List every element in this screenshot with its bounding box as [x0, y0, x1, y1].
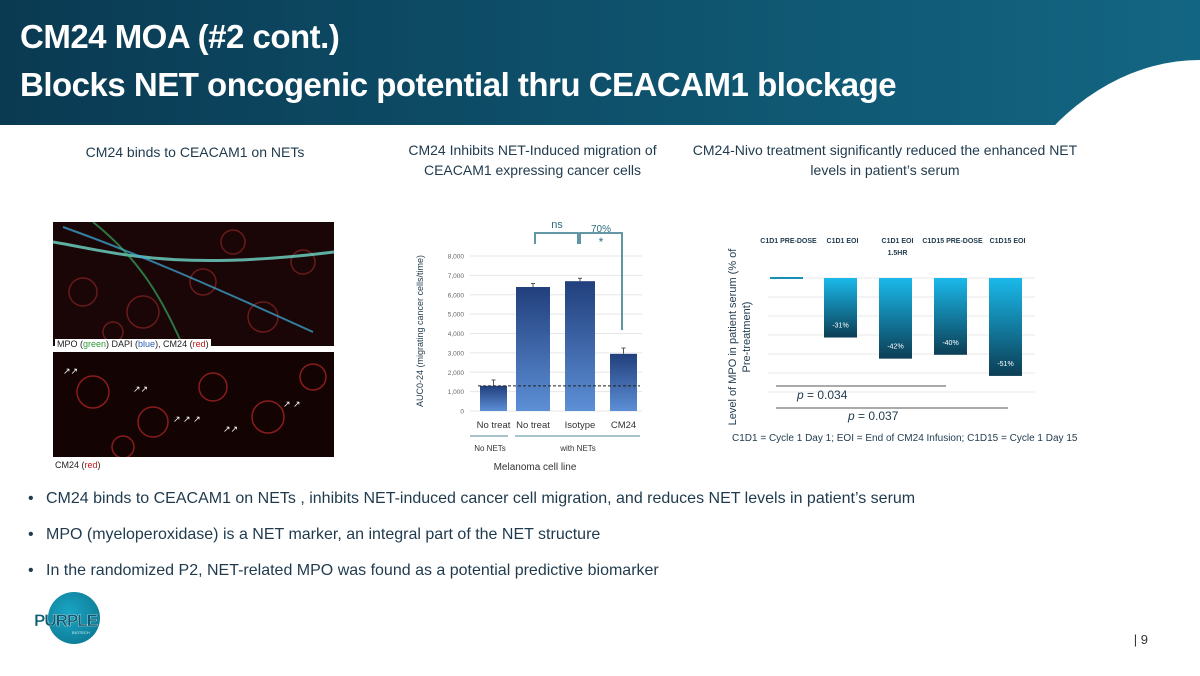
image2-legend: CM24 (red): [55, 460, 101, 470]
pvalue-label: p = 0.037: [847, 409, 899, 423]
bullet-3: In the randomized P2, NET-related MPO wa…: [28, 562, 1146, 580]
y-tick-label: 1,000: [448, 389, 465, 396]
bar-value-label: -40%: [942, 340, 958, 347]
y-tick-label: 2,000: [448, 370, 465, 377]
bar: [879, 278, 912, 359]
svg-text:↗ ↗: ↗ ↗: [283, 399, 301, 409]
bar: [565, 281, 595, 411]
bar: [610, 353, 637, 411]
svg-text:↗↗: ↗↗: [133, 384, 148, 394]
bar: [516, 287, 550, 411]
chart2-ylabel: Level of MPO in patient serum (% of Pre-…: [727, 248, 753, 426]
bar: [989, 278, 1022, 376]
image1-legend: MPO (green) DAPI (blue), CM24 (red): [55, 339, 211, 349]
category-label-line2: 1.5HR: [888, 250, 908, 257]
bar-value-label: -42%: [887, 344, 903, 351]
pvalue-label: p = 0.034: [796, 388, 848, 402]
y-tick-label: 4,000: [448, 331, 465, 338]
category-label: C1D1 EOI: [882, 238, 914, 245]
category-label: C1D15 EOI: [990, 238, 1026, 245]
microscopy-image-mpo-dapi-cm24: [53, 222, 334, 346]
chart2-svg: C1D1 PRE-DOSE -31% C1D1 EOI -42% C1D1 EOI 1.5…: [760, 238, 1035, 423]
chart1-xlabel: Melanoma cell line: [493, 462, 577, 473]
svg-text:↗↗: ↗↗: [63, 366, 78, 376]
slide-subtitle: Blocks NET oncogenic potential thru CEAC…: [20, 66, 897, 103]
y-tick-label: 0: [460, 409, 464, 416]
logo-text: PURPLE: [34, 611, 98, 630]
y-tick-label: 7,000: [448, 273, 465, 280]
group-label: with NETs: [559, 444, 596, 453]
company-logo: [48, 592, 100, 644]
x-tick-label: No treat: [477, 420, 511, 431]
bar-value-label: -51%: [997, 361, 1013, 368]
bar: [480, 385, 507, 411]
middle-caption: CM24 Inhibits NET-Induced migration of C…: [408, 142, 657, 178]
bullet-2: MPO (myeloperoxidase) is a NET marker, a…: [28, 526, 1146, 544]
bar-value-label: -31%: [832, 323, 848, 330]
y-tick-label: 8,000: [448, 254, 465, 261]
svg-text:↗↗: ↗↗: [223, 424, 238, 434]
x-tick-label: No treat: [516, 420, 550, 431]
bar: [824, 278, 857, 338]
chart2-footnote: C1D1 = Cycle 1 Day 1; EOI = End of CM24 …: [732, 433, 1078, 444]
significance-label: *: [599, 235, 604, 249]
significance-label: 70%: [591, 224, 611, 235]
significance-label: ns: [551, 219, 563, 231]
right-caption: CM24-Nivo treatment significantly reduce…: [692, 142, 1078, 178]
x-tick-label: CM24: [611, 420, 636, 431]
y-tick-label: 3,000: [448, 350, 465, 357]
x-tick-label: Isotype: [565, 420, 596, 431]
category-label: C1D1 PRE-DOSE: [760, 238, 817, 245]
y-tick-label: 6,000: [448, 292, 465, 299]
logo-subtext: BIOTECH: [72, 630, 90, 635]
left-caption: CM24 binds to CEACAM1 on NETs: [85, 144, 305, 160]
slide-title: CM24 MOA (#2 cont.): [20, 18, 340, 55]
page-number: | 9: [1133, 632, 1148, 647]
bullet-1: CM24 binds to CEACAM1 on NETs , inhibits…: [28, 490, 1146, 508]
category-label: C1D1 EOI: [827, 238, 859, 245]
slide-header: [0, 0, 1200, 125]
category-label: C1D15 PRE-DOSE: [922, 238, 983, 245]
chart1-svg: 0 1,000 2,000 3,000 4,000 5,000 6,000 7,000 8,00…: [448, 219, 642, 453]
significance-bracket: [534, 232, 623, 330]
y-tick-label: 5,000: [448, 312, 465, 319]
group-label: No NETs: [474, 444, 506, 453]
svg-text:↗ ↗ ↗: ↗ ↗ ↗: [173, 414, 201, 424]
microscopy-image-cm24: ↗↗ ↗↗ ↗ ↗ ↗ ↗↗ ↗ ↗: [53, 352, 334, 457]
bar: [934, 278, 967, 355]
